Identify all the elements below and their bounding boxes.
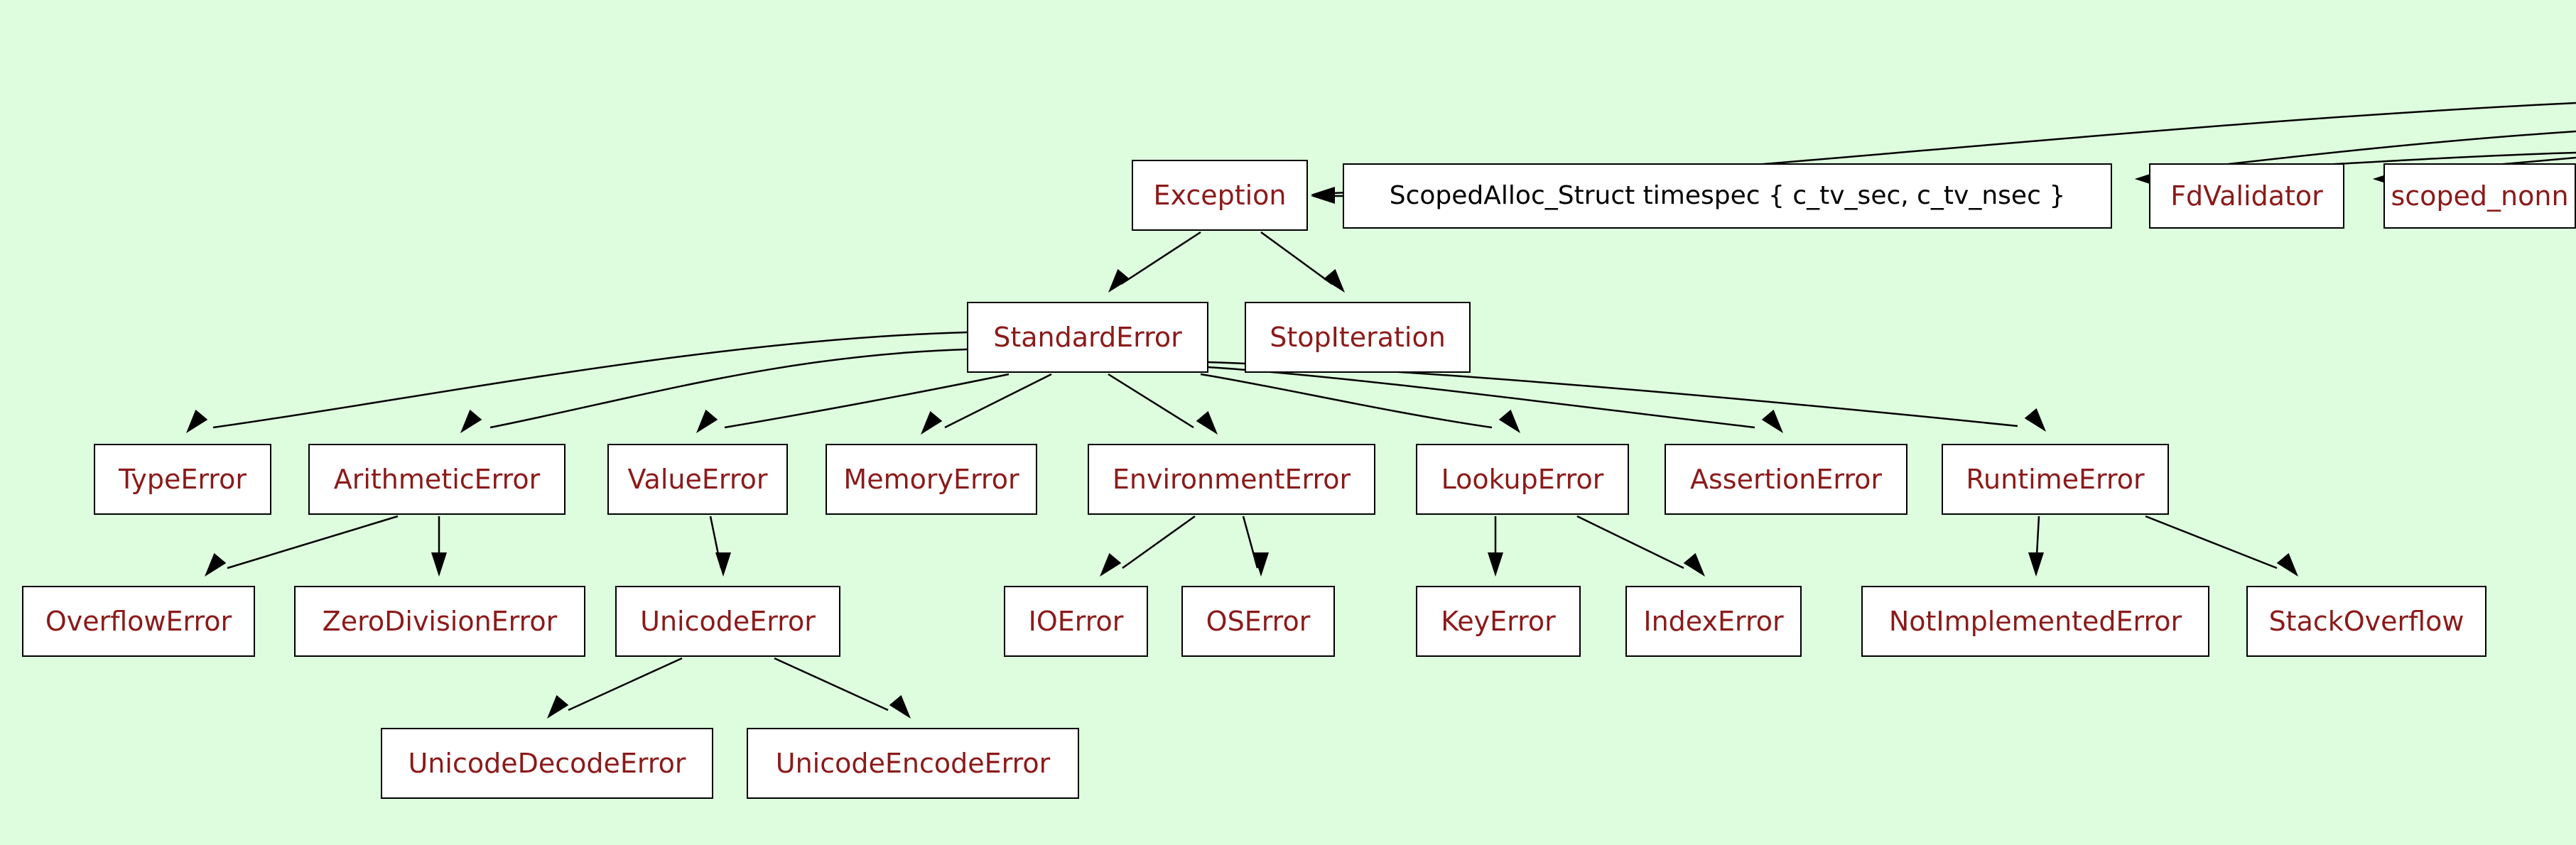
node-arithmeticerror[interactable]: ArithmeticError: [308, 444, 565, 515]
node-unicodeencodeerror[interactable]: UnicodeEncodeError: [747, 728, 1079, 799]
edge-standarderror-to-assertionerror: [1207, 366, 1755, 429]
edge-runtimeerror-to-notimplementederror: [2035, 516, 2040, 569]
edge-valueerror-to-unicodeerror: [709, 516, 723, 569]
arrowhead-standarderror-to-runtimeerror: [2024, 408, 2046, 432]
arrowhead-standarderror-to-environmenterror: [1196, 410, 1218, 435]
node-unicodeerror[interactable]: UnicodeError: [615, 586, 840, 657]
arrowhead-lookuperror-to-indexerror: [1683, 552, 1705, 577]
node-label: TypeError: [119, 464, 247, 495]
node-label: MemoryError: [843, 464, 1019, 495]
node-scoped_nonnull[interactable]: scoped_nonn: [2383, 163, 2576, 229]
node-environmenterror[interactable]: EnvironmentError: [1088, 444, 1375, 515]
node-label: OverflowError: [45, 606, 232, 637]
node-indexerror[interactable]: IndexError: [1625, 586, 1802, 657]
arrowhead-standarderror-to-typeerror: [186, 409, 208, 433]
edge-standarderror-to-environmenterror: [1108, 373, 1194, 429]
node-oserror[interactable]: OSError: [1181, 586, 1335, 657]
arrowhead-unicodeerror-to-unicodeencodeerror: [889, 694, 911, 719]
node-label: ArithmeticError: [333, 464, 541, 495]
edge-standarderror-to-memoryerror: [944, 373, 1052, 429]
edge-standarderror-to-lookuperror: [1200, 373, 1493, 429]
node-label: scoped_nonn: [2391, 180, 2569, 212]
node-valueerror[interactable]: ValueError: [607, 444, 788, 515]
arrowhead-valueerror-to-unicodeerror: [715, 552, 731, 577]
arrowhead-environmenterror-to-oserror: [1253, 552, 1269, 577]
edge-standarderror-to-valueerror: [724, 373, 1010, 429]
node-label: NotImplementedError: [1888, 606, 2182, 637]
arrowhead-runtimeerror-to-stackoverflow: [2276, 552, 2298, 577]
node-typeerror[interactable]: TypeError: [94, 444, 271, 515]
arrowhead-arithmeticerror-to-zerodivisionerror: [431, 552, 447, 577]
node-label: EnvironmentError: [1112, 464, 1351, 495]
node-label: Exception: [1153, 180, 1287, 211]
arrowhead-scopedalloc-to-exception: [1311, 188, 1335, 204]
node-assertionerror[interactable]: AssertionError: [1665, 444, 1907, 515]
edge-environmenterror-to-ioerror: [1122, 515, 1196, 569]
node-notimplementederror[interactable]: NotImplementedError: [1861, 586, 2209, 657]
edge-arithmeticerror-to-overflowerror: [227, 515, 399, 569]
arrowhead-lookuperror-to-keyerror: [1488, 552, 1503, 577]
node-label: ValueError: [627, 464, 768, 495]
arrowhead-standarderror-to-lookuperror: [1498, 409, 1520, 433]
arrowhead-exception-to-stopiteration: [1323, 268, 1345, 293]
edge-standarderror-to-arithmeticerror: [489, 348, 968, 429]
arrowhead-exception-to-standarderror: [1108, 268, 1130, 293]
node-lookuperror[interactable]: LookupError: [1416, 444, 1629, 515]
edge-runtimeerror-to-stackoverflow: [2145, 515, 2278, 569]
edge-unicodeerror-to-unicodeencodeerror: [774, 657, 889, 712]
arrowhead-unicodeerror-to-unicodedecodeerror: [547, 694, 569, 719]
node-ioerror[interactable]: IOError: [1004, 586, 1148, 657]
arrowhead-runtimeerror-to-notimplementederror: [2028, 552, 2044, 577]
node-overflowerror[interactable]: OverflowError: [22, 586, 255, 657]
node-label: UnicodeEncodeError: [775, 748, 1051, 779]
node-exception[interactable]: Exception: [1132, 160, 1308, 231]
node-standarderror[interactable]: StandardError: [967, 302, 1208, 373]
arrowhead-standarderror-to-valueerror: [696, 409, 718, 433]
node-memoryerror[interactable]: MemoryError: [826, 444, 1037, 515]
node-stackoverflow[interactable]: StackOverflow: [2246, 586, 2486, 657]
node-label: IOError: [1028, 606, 1124, 637]
node-label: UnicodeDecodeError: [408, 748, 686, 779]
node-label: FdValidator: [2170, 180, 2323, 212]
node-keyerror[interactable]: KeyError: [1416, 586, 1581, 657]
arrowhead-standarderror-to-assertionerror: [1761, 409, 1783, 433]
edge-standarderror-to-typeerror: [212, 331, 968, 429]
node-label: UnicodeError: [640, 606, 816, 637]
edge-environmenterror-to-oserror: [1242, 516, 1259, 569]
node-label: AssertionError: [1689, 464, 1882, 495]
edge-lookuperror-to-indexerror: [1576, 515, 1684, 569]
node-label: OSError: [1206, 606, 1311, 637]
node-label: StandardError: [993, 322, 1182, 353]
node-scopedalloc[interactable]: ScopedAlloc_Struct timespec { c_tv_sec, …: [1343, 163, 2112, 229]
arrowhead-standarderror-to-memoryerror: [921, 410, 943, 435]
node-label: LookupError: [1441, 464, 1604, 495]
edge-exception-to-stopiteration: [1260, 231, 1333, 285]
node-label: IndexError: [1643, 606, 1784, 637]
node-label: StopIteration: [1270, 322, 1446, 353]
node-label: ScopedAlloc_Struct timespec { c_tv_sec, …: [1389, 181, 2066, 210]
arrowhead-standarderror-to-arithmeticerror: [460, 409, 482, 433]
node-label: ZeroDivisionError: [322, 606, 558, 637]
edge-unicodeerror-to-unicodedecodeerror: [568, 657, 683, 712]
arrowhead-arithmeticerror-to-overflowerror: [205, 552, 227, 577]
node-label: RuntimeError: [1966, 464, 2145, 495]
node-fdvalidator[interactable]: FdValidator: [2149, 163, 2344, 229]
node-zerodivisionerror[interactable]: ZeroDivisionError: [294, 586, 585, 657]
node-unicodedecodeerror[interactable]: UnicodeDecodeError: [381, 728, 713, 799]
arrowhead-environmenterror-to-ioerror: [1100, 552, 1122, 577]
edge-exception-to-standarderror: [1120, 231, 1201, 285]
node-label: StackOverflow: [2268, 606, 2464, 637]
node-runtimeerror[interactable]: RuntimeError: [1942, 444, 2169, 515]
node-label: KeyError: [1441, 606, 1556, 637]
node-stopiteration[interactable]: StopIteration: [1245, 302, 1471, 373]
arrowhead-offscreen-right-1-to-exception: [1311, 187, 1335, 202]
